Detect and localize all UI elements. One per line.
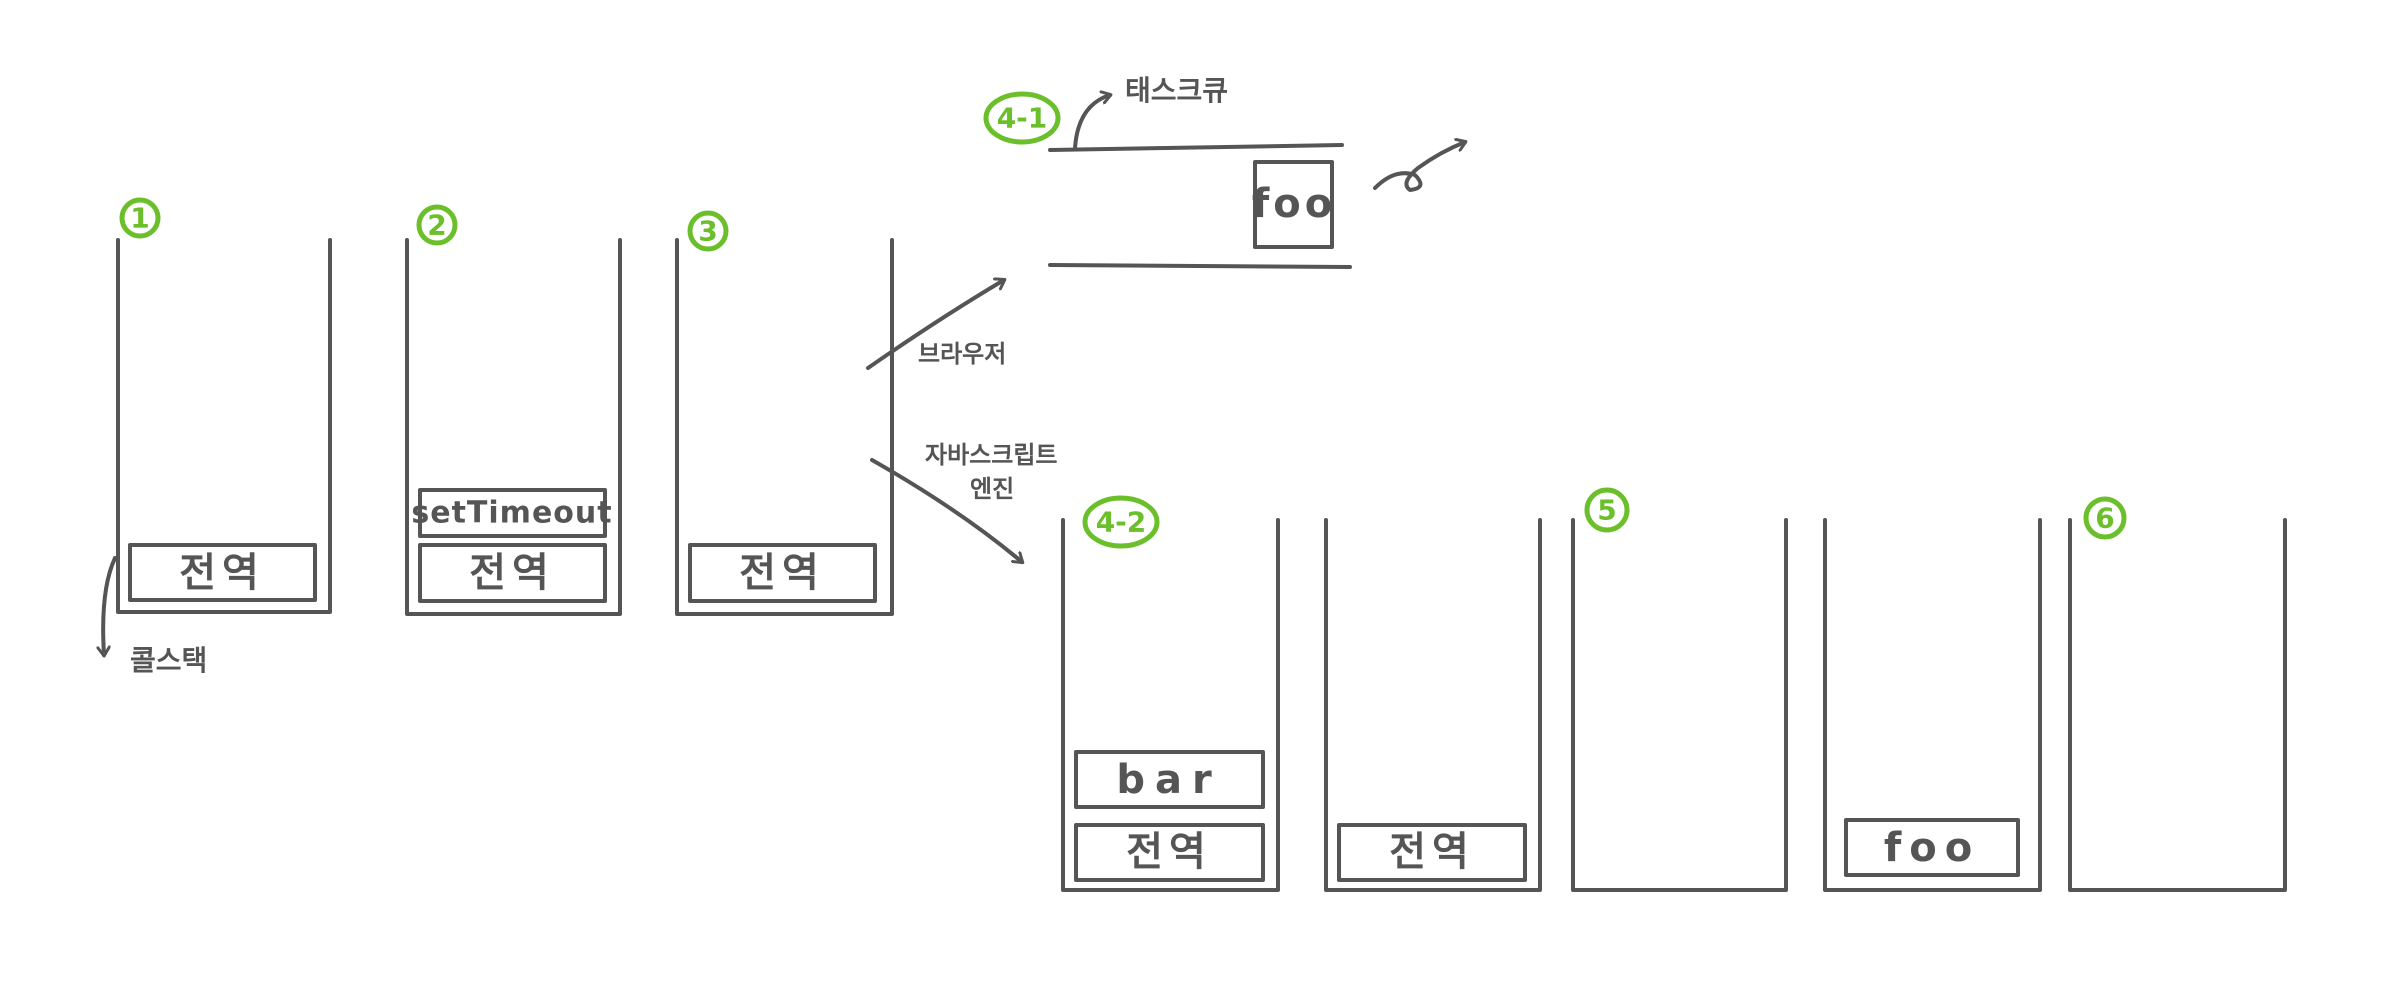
- stack-5c-container: [1823, 518, 2042, 892]
- call-stack-1: [116, 238, 332, 614]
- stack-4-2-container: [1061, 518, 1280, 892]
- stack-4-2-frame-global-box: [1074, 823, 1265, 882]
- stack-1-frame-global-box: [128, 543, 317, 602]
- stack-5a-container: [1324, 518, 1542, 892]
- call-stack-5c: [1823, 518, 2042, 892]
- call-stack-5a: [1324, 518, 1542, 892]
- task-queue-exit-arrow: [1373, 142, 1465, 192]
- step-5-number: 5: [1597, 494, 1616, 527]
- task-queue-label: 태스크큐: [1125, 74, 1228, 107]
- step-4-2-badge: [1082, 495, 1160, 549]
- arrow-to-browser: [866, 280, 1004, 370]
- step-2-number: 2: [427, 209, 446, 242]
- task-queue-item-foo: foo: [1252, 181, 1336, 227]
- call-stack-2: [405, 238, 622, 616]
- call-stack-4-2: [1061, 518, 1280, 892]
- stack-2-frame-settimeout-box: [418, 488, 607, 538]
- task-queue-top-line: [1048, 143, 1344, 152]
- call-stack-3: [675, 238, 894, 616]
- call-stack-5b: [1571, 518, 1788, 892]
- stack-2-frame-settimeout: setTimeout: [411, 496, 612, 531]
- stack-3-frame-global-box: [688, 543, 877, 603]
- step-5-badge: [1584, 487, 1630, 533]
- step-4-2-number: 4-2: [1096, 506, 1147, 539]
- call-stack-6: [2068, 518, 2287, 892]
- stack-5b-container: [1571, 518, 1788, 892]
- stack-4-2-frame-bar-box: [1074, 750, 1265, 809]
- stack-5a-frame-global-box: [1337, 823, 1527, 882]
- stack-6-container: [2068, 518, 2287, 892]
- task-queue-label-arrow: [1073, 95, 1110, 150]
- step-3-badge: [687, 210, 729, 252]
- js-engine-label-line1: 자바스크립트: [925, 441, 1057, 469]
- stack-4-2-frame-global: 전역: [1126, 829, 1212, 875]
- task-queue-bottom-line: [1048, 263, 1352, 269]
- stack-5a-frame-global: 전역: [1389, 829, 1475, 875]
- step-3-number: 3: [698, 215, 717, 248]
- stack-2-frame-global: 전역: [469, 550, 555, 596]
- step-1-number: 1: [130, 202, 149, 235]
- task-queue: [1048, 95, 1465, 269]
- step-6-badge: [2083, 496, 2127, 540]
- stack-3-container: [675, 238, 894, 616]
- task-queue-item-box: [1253, 160, 1334, 249]
- stack-2-frame-global-box: [418, 543, 607, 603]
- call-stack-label-arrow: [103, 556, 117, 655]
- stack-1-frame-global: 전역: [179, 550, 265, 596]
- js-engine-label-line2: 엔진: [970, 475, 1014, 503]
- browser-label: 브라우저: [918, 340, 1006, 368]
- step-2-badge: [416, 204, 458, 246]
- step-6-number: 6: [2095, 502, 2114, 535]
- stack-4-2-frame-bar: bar: [1116, 757, 1221, 803]
- step-4-1-number: 4-1: [997, 102, 1048, 135]
- step-4-1-badge: [983, 91, 1061, 145]
- stack-5c-frame-foo: foo: [1884, 825, 1980, 871]
- stack-3-frame-global: 전역: [739, 550, 825, 596]
- arrow-to-js-engine: [870, 458, 1022, 562]
- step-1-badge: [119, 197, 161, 239]
- stack-5c-frame-foo-box: [1844, 818, 2020, 877]
- stack-1-container: [116, 238, 332, 614]
- stack-2-container: [405, 238, 622, 616]
- call-stack-label: 콜스택: [130, 644, 207, 677]
